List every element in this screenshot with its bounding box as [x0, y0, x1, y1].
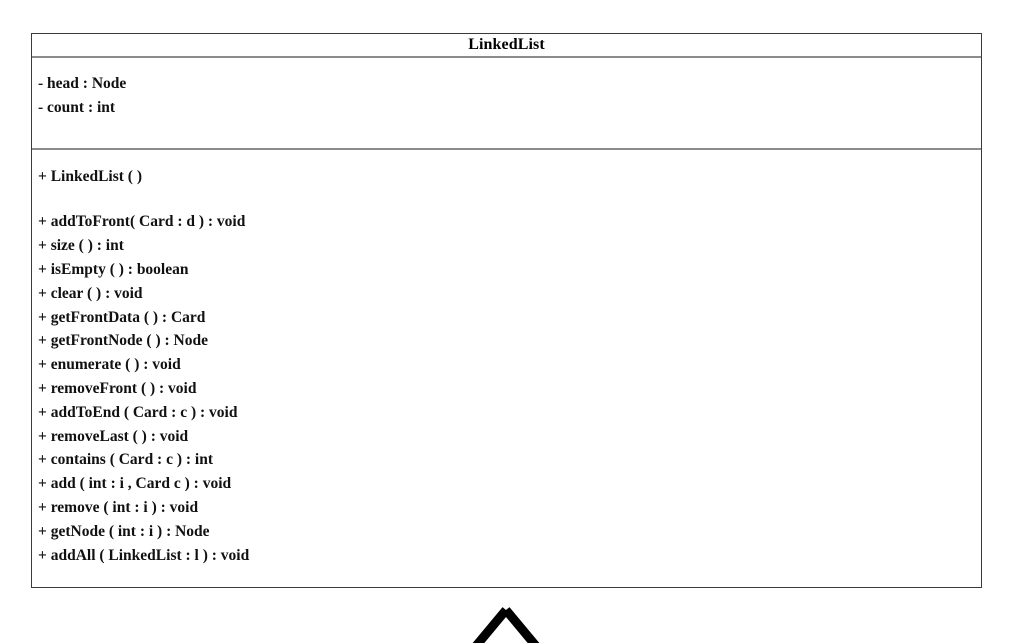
- uml-operation: + getNode ( int : i ) : Node: [38, 522, 210, 540]
- uml-operation: + getFrontNode ( ) : Node: [38, 332, 208, 350]
- uml-operation-compartment: + LinkedList ( ) + addToFront( Card : d …: [32, 149, 981, 588]
- generalization-arrowhead-icon: [470, 605, 542, 643]
- uml-operation: + getFrontData ( ) : Card: [38, 308, 206, 326]
- uml-operation: + enumerate ( ) : void: [38, 356, 181, 374]
- uml-operation: + addToEnd ( Card : c ) : void: [38, 403, 238, 421]
- uml-operation: + isEmpty ( ) : boolean: [38, 260, 189, 278]
- uml-operation: + clear ( ) : void: [38, 284, 143, 302]
- uml-operation: + removeFront ( ) : void: [38, 379, 197, 397]
- uml-operation: + remove ( int : i ) : void: [38, 498, 199, 516]
- uml-attribute: - count : int: [38, 98, 116, 116]
- uml-attribute: - head : Node: [38, 75, 127, 92]
- uml-operation: + add ( int : i , Card c ) : void: [38, 475, 232, 493]
- uml-operation: + removeLast ( ) : void: [38, 427, 189, 445]
- uml-operation: + addAll ( LinkedList : l ) : void: [38, 546, 250, 564]
- uml-class-linkedlist[interactable]: LinkedList - head : Node - count : int +…: [31, 33, 982, 589]
- uml-class-name-compartment: LinkedList: [32, 34, 981, 58]
- compartment-spacer: [38, 188, 981, 210]
- uml-class-name: LinkedList: [468, 36, 545, 53]
- uml-operation: + contains ( Card : c ) : int: [38, 451, 214, 469]
- uml-constructor: + LinkedList ( ): [38, 167, 143, 185]
- uml-operation: + size ( ) : int: [38, 237, 124, 255]
- uml-operation: + addToFront( Card : d ) : void: [38, 213, 246, 231]
- uml-attribute-compartment: - head : Node - count : int: [32, 58, 981, 150]
